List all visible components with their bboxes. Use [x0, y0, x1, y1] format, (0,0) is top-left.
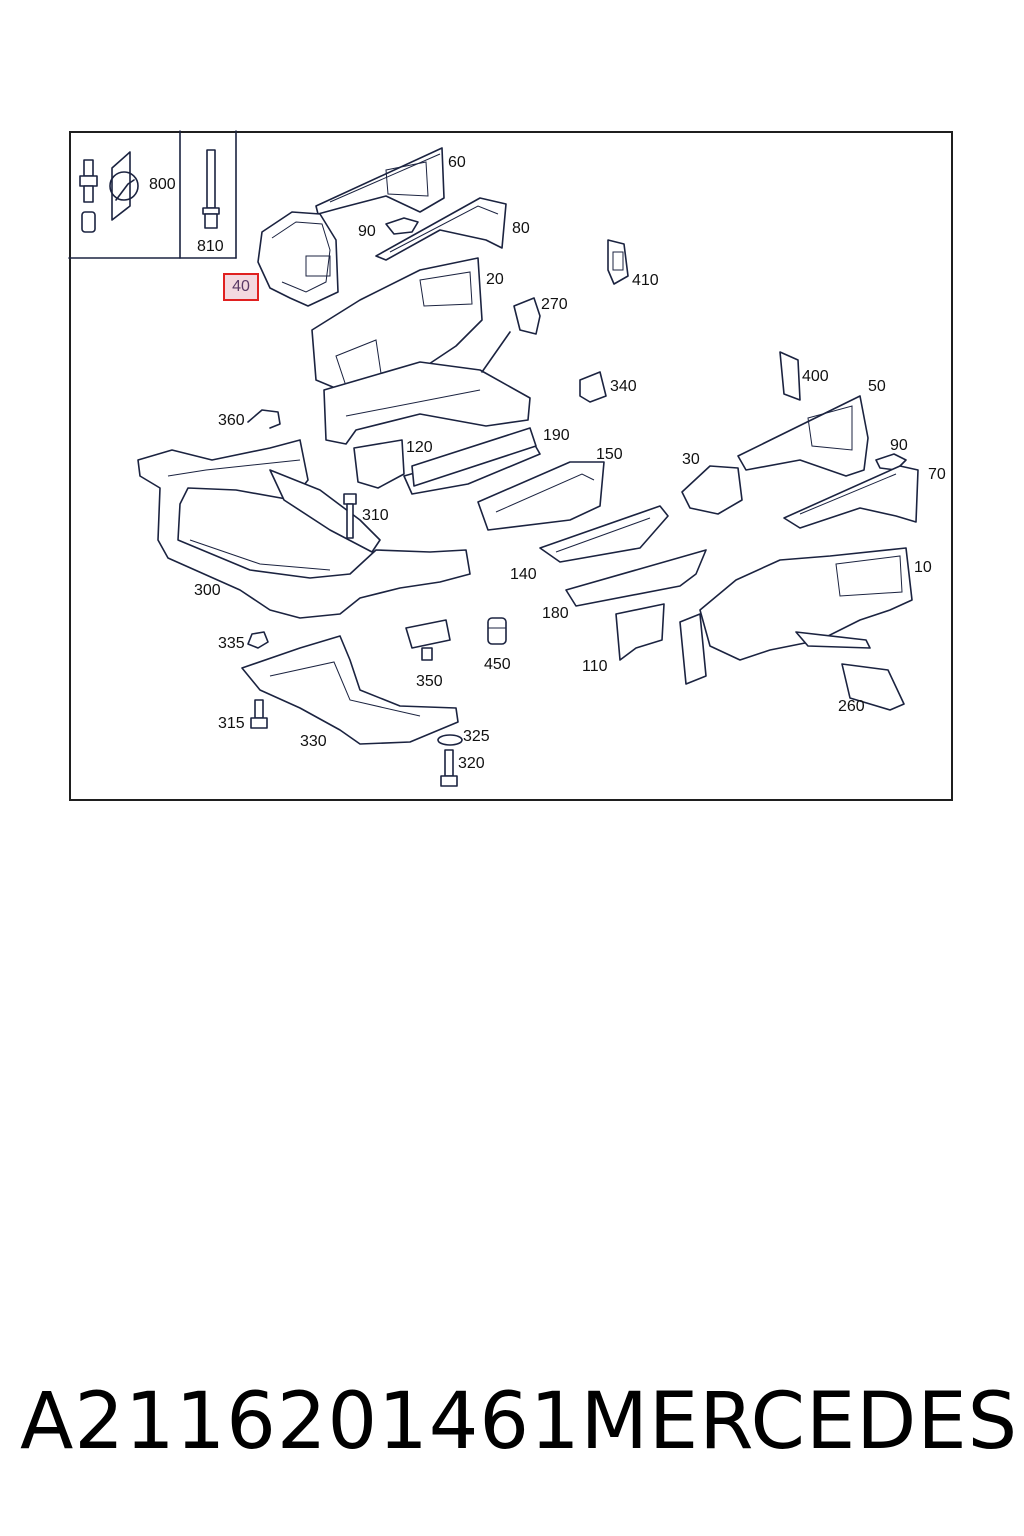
fastener-inset: [68, 130, 237, 259]
part-label-360[interactable]: 360: [218, 412, 245, 429]
part-label-20[interactable]: 20: [486, 271, 504, 288]
part-360-drawing: [247, 409, 281, 429]
part-label-260[interactable]: 260: [838, 698, 865, 715]
part-320-drawing: [440, 749, 458, 787]
part-label-190[interactable]: 190: [543, 427, 570, 444]
part-label-90-right[interactable]: 90: [890, 437, 908, 454]
part-label-10[interactable]: 10: [914, 559, 932, 576]
part-label-320[interactable]: 320: [458, 755, 485, 772]
part-label-800[interactable]: 800: [149, 176, 176, 193]
highlighted-part-40[interactable]: 40: [223, 273, 259, 301]
part-label-330[interactable]: 330: [300, 733, 327, 750]
part-315-drawing: [250, 699, 268, 729]
part-label-270[interactable]: 270: [541, 296, 568, 313]
part-30-drawing: [681, 465, 743, 515]
part-label-300[interactable]: 300: [194, 582, 221, 599]
part-410-drawing: [607, 239, 629, 285]
part-label-350[interactable]: 350: [416, 673, 443, 690]
part-label-400[interactable]: 400: [802, 368, 829, 385]
part-350-drawing: [405, 619, 451, 661]
part-110-drawing: [615, 603, 665, 661]
part-40-drawing: [257, 211, 339, 307]
part-label-70[interactable]: 70: [928, 466, 946, 483]
part-label-310[interactable]: 310: [362, 507, 389, 524]
part-180-drawing: [565, 549, 707, 607]
part-label-410[interactable]: 410: [632, 272, 659, 289]
part-310-drawing: [343, 493, 357, 539]
part-50-drawing: [737, 395, 869, 477]
part-450-drawing: [487, 617, 507, 645]
part-340-drawing: [579, 371, 607, 403]
part-80-drawing: [375, 197, 507, 261]
part-270-drawing: [513, 297, 541, 335]
part-70-drawing: [783, 453, 919, 529]
part-60-drawing: [315, 147, 445, 215]
part-label-810[interactable]: 810: [197, 238, 224, 255]
part-label-450[interactable]: 450: [484, 656, 511, 673]
part-number-text: A2116201461: [20, 1377, 581, 1467]
part-260-drawing: [841, 663, 905, 711]
part-label-335[interactable]: 335: [218, 635, 245, 652]
part-325-drawing: [437, 734, 463, 746]
part-label-325[interactable]: 325: [463, 728, 490, 745]
part-label-180[interactable]: 180: [542, 605, 569, 622]
part-label-315[interactable]: 315: [218, 715, 245, 732]
part-190-drawing: [411, 427, 537, 487]
part-label-50[interactable]: 50: [868, 378, 886, 395]
part-label-340[interactable]: 340: [610, 378, 637, 395]
part-335-drawing: [247, 631, 269, 649]
part-label-90[interactable]: 90: [358, 223, 376, 240]
part-140-drawing: [539, 505, 669, 563]
part-400-drawing: [779, 351, 801, 401]
part-label-120[interactable]: 120: [406, 439, 433, 456]
part-150-drawing: [477, 461, 605, 531]
part-caption: A2116201461 MERCEDES: [20, 1372, 1017, 1472]
part-label-30[interactable]: 30: [682, 451, 700, 468]
part-label-110[interactable]: 110: [582, 658, 608, 675]
part-330-drawing: [241, 635, 459, 745]
part-label-140[interactable]: 140: [510, 566, 537, 583]
part-label-80[interactable]: 80: [512, 220, 530, 237]
part-label-60[interactable]: 60: [448, 154, 466, 171]
highlighted-part-label: 40: [232, 278, 250, 295]
brand-text: MERCEDES: [580, 1377, 1019, 1467]
part-20-drawing: [311, 257, 531, 445]
part-10-drawing: [679, 547, 913, 685]
part-label-150[interactable]: 150: [596, 446, 623, 463]
